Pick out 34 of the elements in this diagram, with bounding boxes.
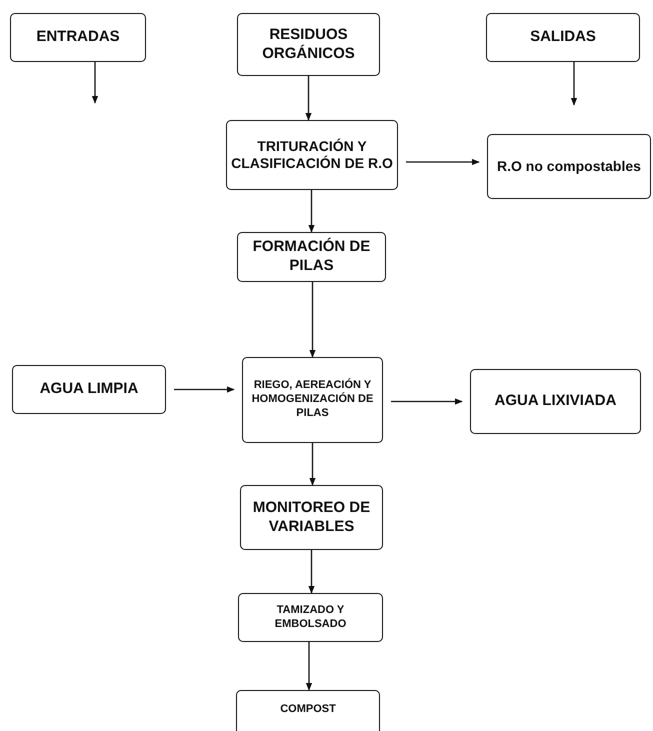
step-label: MONITOREO DE VARIABLES	[252, 498, 372, 536]
step-label: AGUA LIMPIA	[40, 380, 138, 399]
process-box	[242, 357, 383, 443]
process-box	[238, 593, 383, 642]
step-label: RESIDUOS ORGÁNICOS	[261, 26, 356, 64]
step-label: FORMACIÓN DE PILAS	[252, 238, 372, 276]
step-label: COMPOST	[280, 703, 336, 717]
process-box	[487, 134, 651, 199]
arrow	[406, 158, 480, 166]
arrow	[174, 386, 235, 393]
process-box	[470, 369, 641, 434]
step-label: TAMIZADO Y EMBOLSADO	[274, 604, 348, 632]
step-label: TRITURACIÓN Y CLASIFICACIÓN DE R.O	[231, 138, 393, 172]
process-box	[486, 13, 640, 62]
arrow	[309, 282, 316, 358]
process-box	[237, 13, 380, 76]
process-box	[12, 365, 166, 414]
step-label: SALIDAS	[530, 28, 596, 47]
arrow	[92, 62, 98, 104]
process-box	[226, 120, 398, 190]
arrow	[391, 398, 463, 405]
process-box	[240, 485, 383, 550]
arrow	[570, 62, 578, 106]
arrow	[305, 76, 312, 121]
arrow	[308, 190, 315, 233]
step-label: AGUA LIXIVIADA	[494, 392, 616, 411]
process-box	[10, 13, 146, 62]
step-label: RIEGO, AEREACIÓN Y HOMOGENIZACIÓN DE PILAS	[250, 379, 374, 421]
arrow	[309, 443, 316, 486]
process-box	[237, 232, 386, 282]
step-label: R.O no compostables	[497, 158, 641, 176]
arrow	[306, 642, 312, 691]
step-label: ENTRADAS	[36, 28, 120, 47]
arrow	[308, 550, 315, 594]
